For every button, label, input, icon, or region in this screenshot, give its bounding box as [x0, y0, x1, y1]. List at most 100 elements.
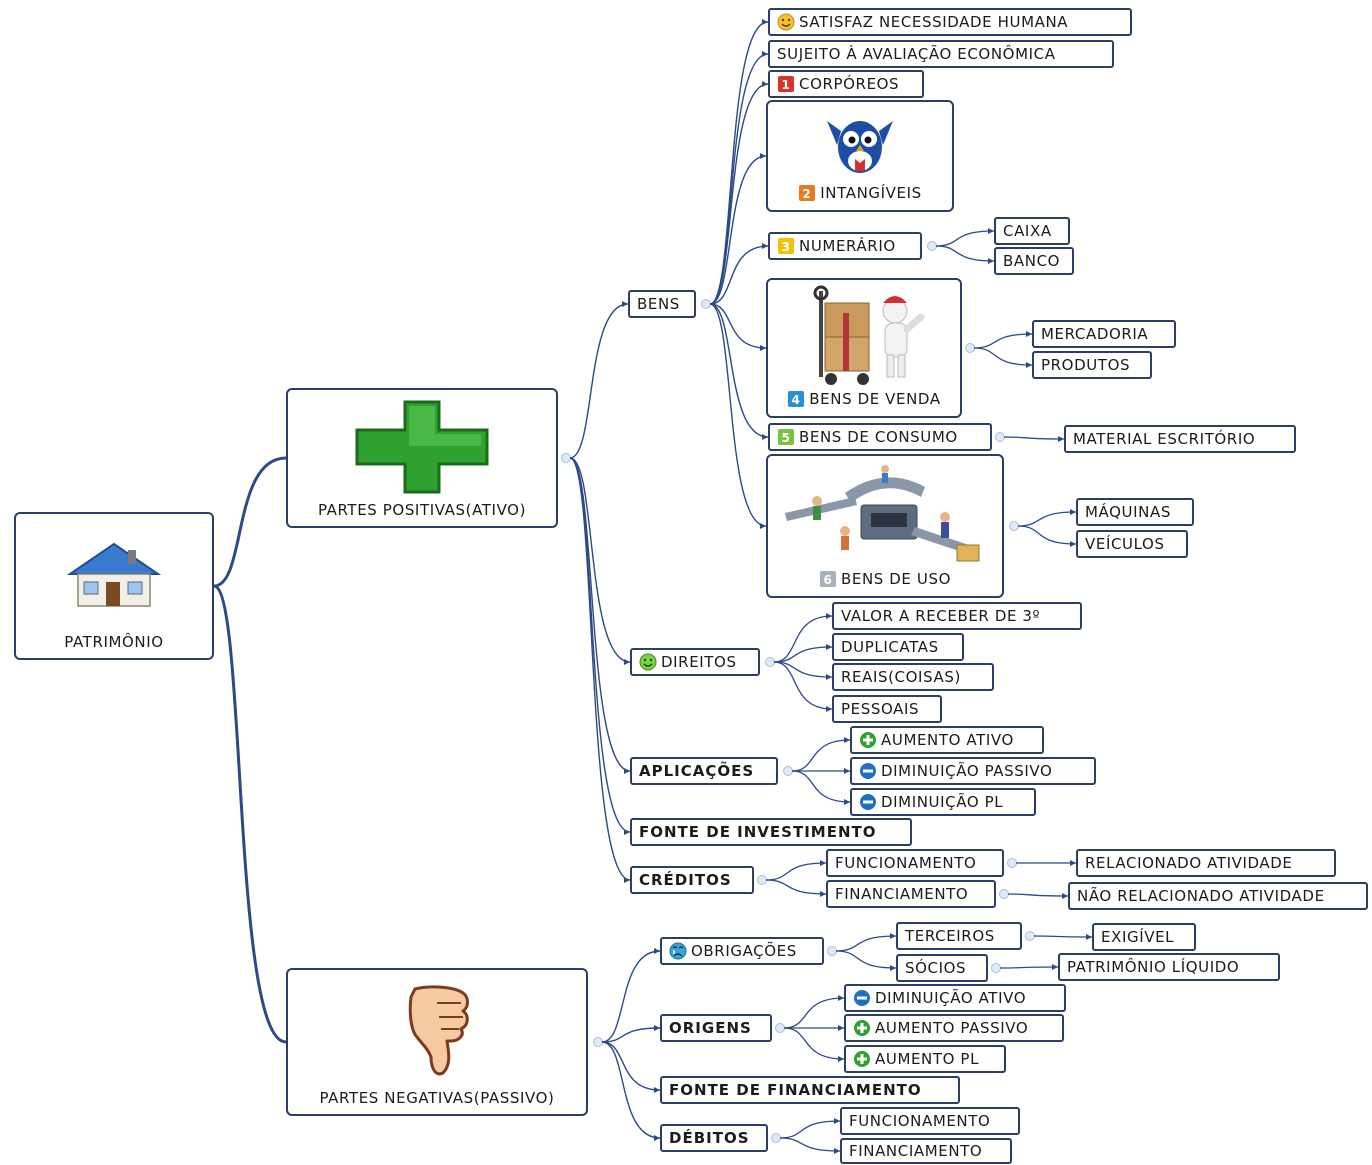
collapse-knob[interactable]: [765, 657, 775, 667]
node-diminuicao-pl[interactable]: DIMINUIÇÃO PL: [850, 788, 1036, 816]
arrowhead: [762, 434, 768, 440]
node-aumento-passivo[interactable]: AUMENTO PASSIVO: [844, 1014, 1064, 1042]
node-aumento-ativo[interactable]: AUMENTO ATIVO: [850, 726, 1044, 754]
node-label: AUMENTO PL: [875, 1049, 980, 1068]
arrowhead: [1070, 509, 1076, 515]
node-relacionado-atividade[interactable]: RELACIONADO ATIVIDADE: [1076, 849, 1336, 877]
node-bens-de-venda[interactable]: 4 BENS DE VENDA: [766, 278, 962, 418]
node-label: PARTES POSITIVAS(ATIVO): [317, 501, 527, 519]
node-terceiros[interactable]: TERCEIROS: [896, 922, 1022, 950]
node-creditos-financiamento[interactable]: FINANCIAMENTO: [826, 880, 996, 908]
node-socios[interactable]: SÓCIOS: [896, 954, 988, 982]
node-satisfaz[interactable]: SATISFAZ NECESSIDADE HUMANA: [768, 8, 1132, 36]
node-patrimonio-liquido[interactable]: PATRIMÔNIO LÍQUIDO: [1058, 953, 1280, 981]
connector: [999, 966, 1059, 969]
node-origens[interactable]: ORIGENS: [660, 1014, 772, 1042]
collapse-knob[interactable]: [701, 299, 711, 309]
arrowhead: [624, 659, 630, 665]
node-exigivel[interactable]: EXIGÍVEL: [1092, 923, 1196, 951]
arrowhead: [624, 768, 630, 774]
node-label: BENS DE USO: [841, 569, 951, 588]
node-debitos[interactable]: DÉBITOS: [660, 1124, 768, 1152]
node-bens[interactable]: BENS: [628, 290, 696, 318]
node-creditos[interactable]: CRÉDITOS: [630, 866, 754, 894]
collapse-knob[interactable]: [965, 343, 975, 353]
connector: [835, 935, 897, 952]
node-duplicatas[interactable]: DUPLICATAS: [832, 633, 964, 661]
connector: [709, 155, 767, 305]
plus-circle-icon: [859, 731, 877, 749]
node-label: OBRIGAÇÕES: [691, 941, 797, 960]
collapse-knob[interactable]: [783, 766, 793, 776]
collapse-knob[interactable]: [827, 946, 837, 956]
connector: [935, 230, 995, 247]
node-numerario[interactable]: 3 NUMERÁRIO: [768, 232, 922, 260]
node-label: PATRIMÔNIO: [64, 633, 164, 651]
node-diminuicao-ativo[interactable]: DIMINUIÇÃO ATIVO: [844, 984, 1066, 1012]
node-material-escritorio[interactable]: MATERIAL ESCRITÓRIO: [1064, 425, 1296, 453]
arrowhead: [844, 768, 850, 774]
node-debitos-financiamento[interactable]: FINANCIAMENTO: [840, 1138, 1012, 1164]
node-maquinas[interactable]: MÁQUINAS: [1076, 498, 1194, 526]
node-direitos[interactable]: DIREITOS: [630, 648, 760, 676]
node-mercadoria[interactable]: MERCADORIA: [1032, 320, 1176, 348]
connector: [213, 584, 287, 1044]
collapse-knob[interactable]: [775, 1023, 785, 1033]
collapse-knob[interactable]: [927, 241, 937, 251]
svg-text:6: 6: [824, 573, 833, 587]
node-partes-negativas[interactable]: PARTES NEGATIVAS(PASSIVO): [286, 968, 588, 1116]
node-obrigacoes[interactable]: OBRIGAÇÕES: [660, 937, 824, 965]
node-partes-positivas[interactable]: PARTES POSITIVAS(ATIVO): [286, 388, 558, 528]
collapse-knob[interactable]: [561, 453, 571, 463]
node-label: APLICAÇÕES: [639, 761, 755, 780]
connector: [973, 333, 1033, 349]
arrowhead: [838, 1056, 844, 1062]
node-diminuicao-passivo[interactable]: DIMINUIÇÃO PASSIVO: [850, 757, 1096, 785]
node-valor-a-receber[interactable]: VALOR A RECEBER DE 3º: [832, 602, 1082, 630]
node-fonte-financiamento[interactable]: FONTE DE FINANCIAMENTO: [660, 1076, 960, 1104]
node-reais[interactable]: REAIS(COISAS): [832, 663, 994, 691]
node-label: DIREITOS: [661, 652, 737, 671]
connector: [1033, 935, 1093, 938]
node-aumento-pl[interactable]: AUMENTO PL: [844, 1045, 1006, 1073]
arrowhead: [988, 228, 994, 234]
arrowhead: [890, 933, 896, 939]
arrowhead: [760, 153, 766, 159]
collapse-knob[interactable]: [991, 963, 1001, 973]
node-pessoais[interactable]: PESSOAIS: [832, 695, 942, 723]
node-caixa[interactable]: CAIXA: [994, 217, 1070, 245]
node-intangiveis[interactable]: 2 INTANGÍVEIS: [766, 100, 954, 212]
arrowhead: [1070, 860, 1076, 866]
arrowhead: [890, 965, 896, 971]
minus-circle-icon: [859, 793, 877, 811]
node-patrimonio[interactable]: PATRIMÔNIO: [14, 512, 214, 660]
connector: [569, 457, 631, 663]
node-veiculos[interactable]: VEÍCULOS: [1076, 530, 1188, 558]
node-nao-relacionado-atividade[interactable]: NÃO RELACIONADO ATIVIDADE: [1068, 882, 1368, 910]
node-label: DIMINUIÇÃO ATIVO: [875, 988, 1027, 1007]
collapse-knob[interactable]: [593, 1037, 603, 1047]
house-icon: [22, 514, 206, 635]
arrowhead: [654, 948, 660, 954]
node-corporeos[interactable]: 1 CORPÓREOS: [768, 70, 924, 98]
node-bens-de-uso[interactable]: 6 BENS DE USO: [766, 454, 1004, 598]
node-bens-de-consumo[interactable]: 5 BENS DE CONSUMO: [768, 423, 992, 451]
node-banco[interactable]: BANCO: [994, 247, 1074, 275]
collapse-knob[interactable]: [1025, 931, 1035, 941]
collapse-knob[interactable]: [995, 432, 1005, 442]
node-produtos[interactable]: PRODUTOS: [1032, 351, 1152, 379]
node-label: CAIXA: [1003, 221, 1052, 240]
svg-text:5: 5: [782, 431, 791, 445]
connector: [601, 1041, 661, 1091]
collapse-knob[interactable]: [757, 875, 767, 885]
collapse-knob[interactable]: [999, 889, 1009, 899]
node-debitos-funcionamento[interactable]: FUNCIONAMENTO: [840, 1107, 1020, 1135]
collapse-knob[interactable]: [1009, 521, 1019, 531]
collapse-knob[interactable]: [771, 1133, 781, 1143]
arrowhead: [622, 301, 628, 307]
node-creditos-funcionamento[interactable]: FUNCIONAMENTO: [826, 849, 1004, 877]
node-fonte-investimento[interactable]: FONTE DE INVESTIMENTO: [630, 818, 912, 846]
collapse-knob[interactable]: [1007, 858, 1017, 868]
node-sujeito[interactable]: SUJEITO À AVALIAÇÃO ECONÔMICA: [768, 40, 1114, 68]
node-aplicacoes[interactable]: APLICAÇÕES: [630, 757, 778, 785]
